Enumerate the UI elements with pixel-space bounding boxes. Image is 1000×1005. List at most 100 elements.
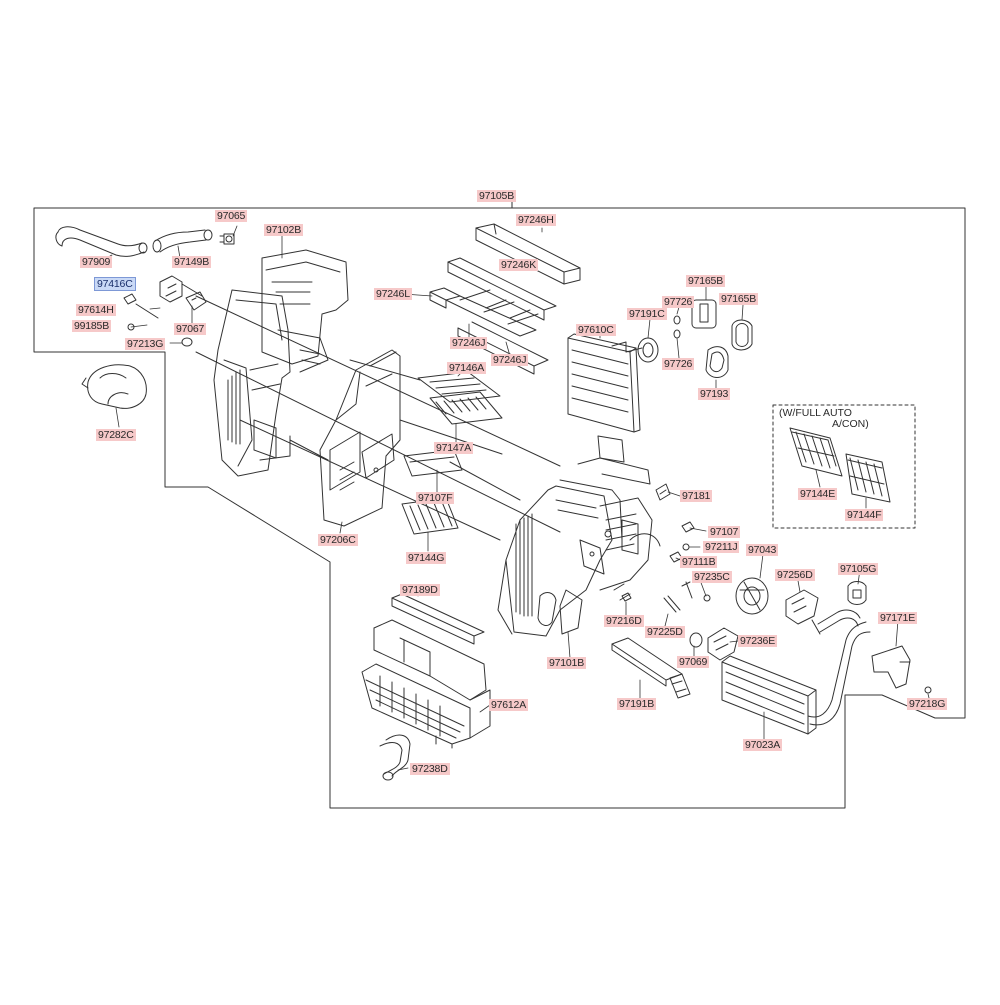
gasket-97165B-2: [731, 319, 753, 351]
part-label-97238D[interactable]: 97238D: [410, 763, 450, 775]
part-label-99185B[interactable]: 99185B: [72, 320, 112, 332]
part-label-97181[interactable]: 97181: [680, 490, 713, 502]
part-label-97171E[interactable]: 97171E: [878, 612, 918, 624]
option-box: [772, 404, 916, 529]
connector-97065: [219, 233, 235, 245]
part-label-97256D[interactable]: 97256D: [775, 569, 815, 581]
lever-97235C: [681, 581, 693, 599]
gasket-97193: [705, 346, 729, 378]
part-label-97206C[interactable]: 97206C: [318, 534, 358, 546]
part-label-97246K[interactable]: 97246K: [499, 259, 539, 271]
part-label-97216D[interactable]: 97216D: [604, 615, 644, 627]
part-label-97105B[interactable]: 97105B: [477, 190, 517, 202]
oring-97726-2: [673, 329, 681, 339]
assembly-boundary: [33, 199, 966, 809]
filter-97147A: [429, 391, 503, 425]
part-label-97235C[interactable]: 97235C: [692, 571, 732, 583]
part-label-97102B[interactable]: 97102B: [264, 224, 304, 236]
part-label-97105G[interactable]: 97105G: [838, 563, 879, 575]
part-label-97107F[interactable]: 97107F: [416, 492, 455, 504]
ring-97069: [689, 632, 703, 648]
part-label-97065[interactable]: 97065: [215, 210, 248, 222]
part-label-97189D[interactable]: 97189D: [400, 584, 440, 596]
part-label-97149B[interactable]: 97149B: [172, 256, 212, 268]
bracket-97171E: [871, 645, 911, 689]
part-label-97909[interactable]: 97909: [80, 256, 113, 268]
part-label-97107[interactable]: 97107: [708, 526, 741, 538]
hose-97909: [55, 226, 148, 257]
frame-97246H: [475, 223, 581, 285]
part-label-97191C[interactable]: 97191C: [627, 308, 667, 320]
clip-97211J: [682, 543, 690, 551]
part-label-97246L[interactable]: 97246L: [374, 288, 412, 300]
gasket-97165B-1: [691, 299, 717, 329]
scroll-97282C: [81, 364, 147, 409]
part-label-97246H[interactable]: 97246H: [516, 214, 556, 226]
option-note-line1: (W/FULL AUTO: [779, 407, 852, 419]
rod-97225D: [663, 595, 681, 613]
part-label-97218G[interactable]: 97218G: [907, 698, 948, 710]
frame-97246L: [429, 287, 539, 337]
part-label-97067[interactable]: 97067: [174, 323, 207, 335]
frame-97246K: [447, 257, 557, 321]
grille-97144F: [845, 453, 891, 503]
gasket-97191C: [637, 337, 659, 363]
part-label-97146A[interactable]: 97146A: [447, 362, 487, 374]
actuator-97256D: [785, 589, 821, 635]
part-label-97111B[interactable]: 97111B: [680, 556, 718, 568]
actuator-97236E: [707, 627, 739, 661]
leader-lines: [109, 199, 931, 771]
gasket-97105G: [847, 581, 867, 605]
part-label-97236E[interactable]: 97236E: [738, 635, 778, 647]
part-label-97144G[interactable]: 97144G: [406, 552, 447, 564]
part-label-97165B-a[interactable]: 97165B: [686, 275, 726, 287]
oring-97726-1: [673, 315, 681, 325]
part-label-97144E[interactable]: 97144E: [798, 488, 838, 500]
part-label-97726-b[interactable]: 97726: [662, 358, 695, 370]
part-label-97246J-a[interactable]: 97246J: [450, 337, 488, 349]
hose-97238D: [379, 734, 411, 781]
part-label-97165B-b[interactable]: 97165B: [719, 293, 759, 305]
seal-97146A: [417, 371, 501, 403]
part-label-97147A[interactable]: 97147A: [434, 442, 474, 454]
case-97101B: [497, 435, 661, 637]
bolt-97235C: [703, 594, 711, 602]
part-label-97043[interactable]: 97043: [746, 544, 779, 556]
duct-97191B: [611, 637, 691, 699]
part-label-97144F[interactable]: 97144F: [845, 509, 884, 521]
hose-97149B: [152, 229, 213, 253]
clip-97216D: [621, 592, 632, 602]
door-97206C: [319, 349, 401, 527]
part-label-97612A[interactable]: 97612A: [489, 699, 529, 711]
part-label-97023A[interactable]: 97023A: [743, 739, 783, 751]
core-97610C: [567, 333, 643, 433]
option-note-line2: A/CON): [832, 418, 869, 430]
part-label-97614H[interactable]: 97614H: [76, 304, 116, 316]
part-label-97069[interactable]: 97069: [677, 656, 710, 668]
part-label-97416C[interactable]: 97416C: [94, 277, 136, 291]
actuator-97416C: [159, 275, 203, 303]
link-97107: [681, 521, 695, 533]
part-label-97726-a[interactable]: 97726: [662, 296, 695, 308]
case-97102B: [213, 249, 349, 477]
motor-97043: [735, 577, 769, 615]
grille-97144E: [789, 427, 843, 477]
part-label-97211J[interactable]: 97211J: [703, 541, 740, 553]
case-97612A: [361, 619, 491, 749]
part-label-97193[interactable]: 97193: [698, 388, 731, 400]
part-label-97213G[interactable]: 97213G: [125, 338, 166, 350]
seal-97189D: [391, 593, 485, 645]
grommet-97213G: [181, 337, 193, 347]
sensor-97614H: [123, 293, 159, 319]
part-label-97191B[interactable]: 97191B: [617, 698, 657, 710]
part-label-97610C[interactable]: 97610C: [576, 324, 616, 336]
part-label-97282C[interactable]: 97282C: [96, 429, 136, 441]
screw-97218G: [924, 686, 932, 694]
part-label-97225D[interactable]: 97225D: [645, 626, 685, 638]
core-97023A: [721, 609, 871, 735]
part-label-97101B[interactable]: 97101B: [547, 657, 587, 669]
clip-97181: [655, 483, 671, 501]
part-label-97246J-b[interactable]: 97246J: [491, 354, 529, 366]
